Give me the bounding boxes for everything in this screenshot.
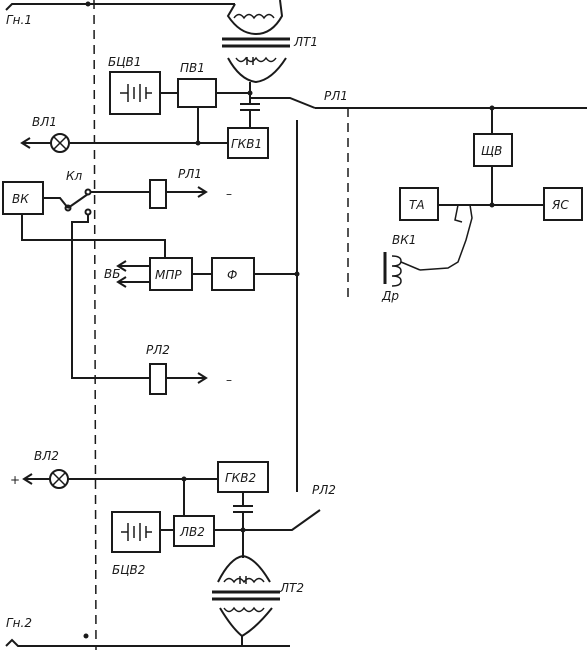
pv1-box (177, 78, 217, 108)
f-filter-box (211, 257, 255, 291)
pv1-label: ПВ1 (180, 61, 205, 75)
rl2-contact-label: РЛ2 (312, 483, 336, 497)
cv-label: ЩВ (481, 144, 502, 158)
mpr-label: МПР (155, 268, 182, 282)
gkv2-label: ГКВ2 (225, 471, 256, 485)
vl2-lamp-icon (49, 469, 69, 489)
gkv1-box (227, 127, 269, 159)
lt2-label: ЛТ2 (279, 581, 304, 595)
rl2-coil-label: РЛ2 (146, 343, 170, 357)
minus-terminal-2: – (226, 373, 232, 387)
yas-label: ЯС (551, 198, 569, 212)
kl-switch-label: Кл (66, 169, 83, 183)
rl1-coil (149, 179, 167, 209)
bottom-cable-line (5, 633, 290, 647)
rl2-coil (149, 363, 167, 395)
bcv2-label: БЦВ2 (112, 563, 145, 577)
f-label: Ф (227, 268, 237, 282)
vl2-label: ВЛ2 (34, 449, 59, 463)
dr-label: Др (381, 289, 399, 303)
plus-terminal: + (10, 473, 20, 487)
top-cable-line (5, 1, 235, 11)
yas-box (543, 187, 583, 221)
lt1-label: ЛТ1 (293, 35, 318, 49)
gkv1-label: ГКВ1 (231, 137, 262, 151)
battery-icon-2 (121, 523, 152, 541)
rl1-contact-label: РЛ1 (324, 89, 348, 103)
gn2-label: Гн.2 (6, 616, 32, 630)
lt1-line-transformer (222, 0, 290, 90)
vk-label: ВК (12, 192, 29, 206)
vk-box (2, 181, 44, 215)
vb-label: ВБ (104, 267, 120, 281)
ta-box (399, 187, 439, 221)
capacitor-1 (240, 103, 260, 111)
capacitor-2 (233, 505, 253, 513)
gkv2-box (217, 461, 269, 493)
lv2-label: ЛВ2 (179, 525, 205, 539)
vl1-lamp-icon (50, 133, 70, 153)
vk1-hook-switch (419, 204, 473, 271)
dr-choke-icon (383, 252, 421, 287)
lv2-box (173, 515, 215, 547)
bcv1-label: БЦВ1 (108, 55, 141, 69)
battery-icon (120, 84, 152, 102)
minus-terminal-1: – (226, 187, 232, 201)
vl1-label: ВЛ1 (32, 115, 57, 129)
ta-label: ТА (409, 198, 425, 212)
bcv2-battery-box (111, 511, 161, 553)
bcv1-battery-box (109, 71, 161, 115)
gn1-label: Гн.1 (6, 13, 32, 27)
lt2-line-transformer (212, 554, 280, 646)
vk1-label: ВК1 (392, 233, 416, 247)
left-partition-line (93, 0, 97, 650)
rl1-coil-label: РЛ1 (178, 167, 202, 181)
